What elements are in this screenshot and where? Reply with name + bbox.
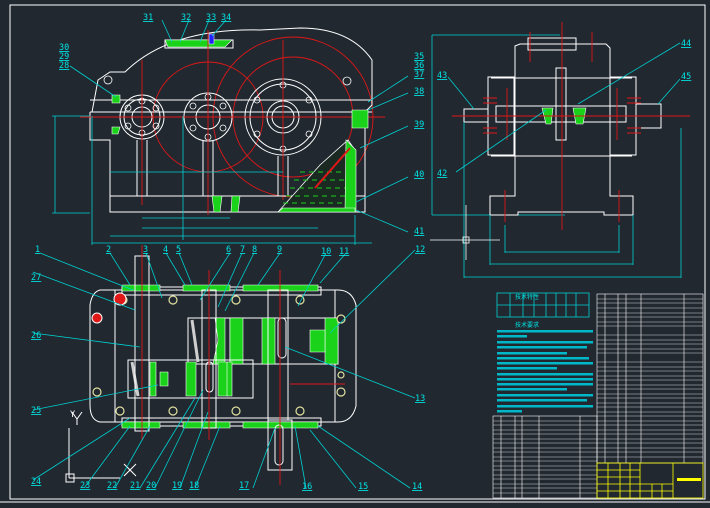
callout-44: 44	[681, 39, 691, 49]
callout-19: 19	[172, 481, 182, 491]
top-view-callouts	[32, 249, 416, 489]
callout-3: 3	[143, 245, 148, 255]
callout-20: 20	[146, 481, 156, 491]
callout-28: 28	[59, 61, 69, 71]
callout-14: 14	[412, 482, 422, 492]
callout-13: 13	[415, 394, 425, 404]
callout-1: 1	[35, 245, 40, 255]
callout-38: 38	[414, 87, 424, 97]
callout-39: 39	[414, 120, 424, 130]
parts-list-left	[492, 415, 598, 499]
callout-23: 23	[80, 481, 90, 491]
callout-2: 2	[106, 245, 111, 255]
callout-37: 37	[414, 70, 424, 80]
callout-8: 8	[252, 245, 257, 255]
callout-42: 42	[437, 169, 447, 179]
callout-41: 41	[414, 227, 424, 237]
callout-7: 7	[240, 245, 245, 255]
callout-25: 25	[31, 406, 41, 416]
callout-10: 10	[321, 247, 331, 257]
parts-list-right	[596, 293, 704, 464]
callout-17: 17	[239, 481, 249, 491]
characteristics-table: 技术特性	[496, 292, 590, 318]
technical-requirements: 技术要求	[497, 321, 593, 413]
front-view-callouts	[69, 19, 409, 233]
callout-6: 6	[226, 245, 231, 255]
side-view-callouts	[447, 42, 681, 173]
title-block	[596, 462, 704, 499]
callout-16: 16	[302, 482, 312, 492]
side-view	[430, 22, 690, 278]
callout-45: 45	[681, 72, 691, 82]
callout-5: 5	[176, 245, 181, 255]
characteristics-title: 技术特性	[515, 293, 539, 301]
callout-30: 30	[59, 43, 69, 53]
callout-26: 26	[31, 331, 41, 341]
callout-32: 32	[181, 13, 191, 23]
callout-27: 27	[31, 273, 41, 283]
ucs-y-label: Y	[70, 410, 75, 420]
callout-15: 15	[358, 482, 368, 492]
top-view	[89, 245, 357, 485]
front-view	[52, 27, 385, 245]
callout-33: 33	[206, 13, 216, 23]
callout-35: 35	[414, 52, 424, 62]
callout-21: 21	[130, 481, 140, 491]
callout-40: 40	[414, 170, 424, 180]
callout-43: 43	[437, 71, 447, 81]
callout-22: 22	[107, 481, 117, 491]
callout-11: 11	[339, 247, 349, 257]
outer-border	[9, 4, 706, 500]
ucs-icon	[65, 411, 137, 483]
callout-36: 36	[414, 61, 424, 71]
callout-9: 9	[277, 245, 282, 255]
callout-34: 34	[221, 13, 231, 23]
requirements-title: 技术要求	[515, 321, 539, 329]
callout-4: 4	[163, 245, 168, 255]
callout-18: 18	[189, 481, 199, 491]
callout-12: 12	[415, 245, 425, 255]
callout-24: 24	[31, 477, 41, 487]
callout-31: 31	[143, 13, 153, 23]
callout-29: 29	[59, 52, 69, 62]
